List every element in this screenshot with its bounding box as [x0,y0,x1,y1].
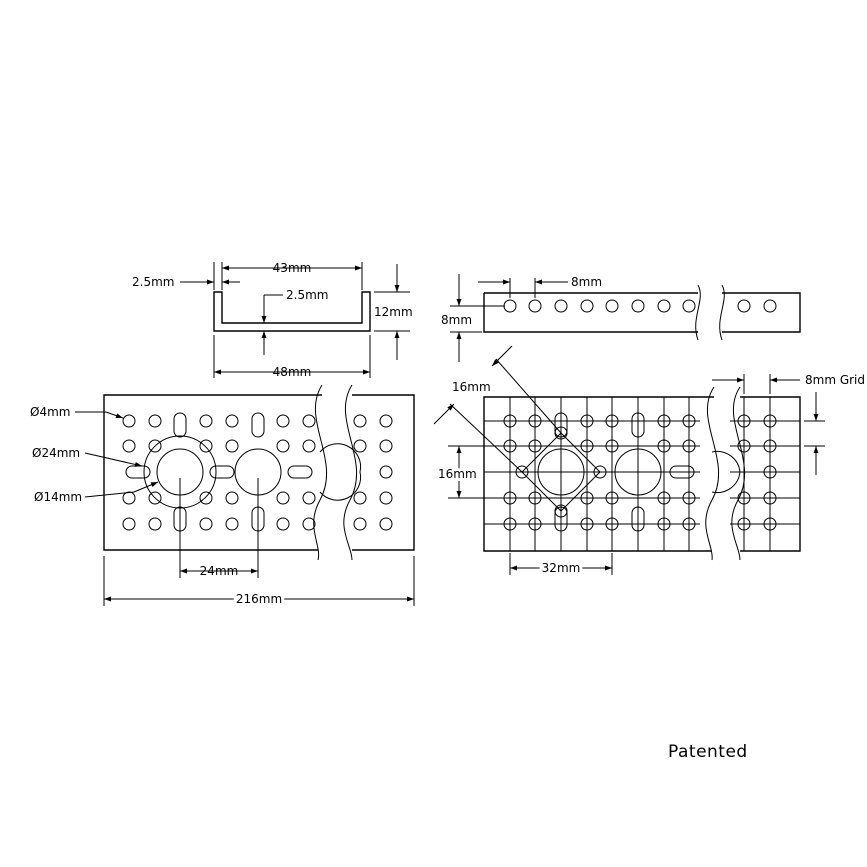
large-hole-dia-label: Ø24mm [32,446,80,460]
hole-pitch-label: 8mm [571,275,602,289]
side-strip-outline [483,292,801,333]
grid-slots [554,412,695,532]
grid-plate-view: 16mm 16mm 32mm 8mm Grid [433,345,865,578]
front-plate-break-right [343,384,358,561]
large-hole-spacing-label: 24mm [200,564,239,578]
horizontal-spacing-label: 32mm [542,561,581,575]
front-plate-small-holes [122,414,393,531]
grid-lines [484,397,800,551]
grid-plate-break-left [705,386,719,561]
height-label: 12mm [374,305,413,319]
inner-width-label: 43mm [273,261,312,275]
grid-plate-outline [483,396,801,552]
grid-small-holes [503,414,777,531]
overall-length-label: 216mm [236,592,282,606]
front-plate-slots [125,412,313,532]
strip-height-label: 8mm [441,313,472,327]
front-plate-outline [103,394,415,551]
profile-view: 43mm 2.5mm 2.5mm 12mm 48mm [132,261,413,379]
grid-plate-break-right [731,386,745,561]
side-strip-holes [503,299,777,313]
side-strip-view: 8mm 8mm [441,274,801,362]
base-thickness-label: 2.5mm [286,288,328,302]
front-plate-break-left [313,384,328,561]
grid-large-holes [537,448,741,496]
front-plate-view: Ø4mm Ø24mm Ø14mm 24mm 216mm [30,384,415,609]
small-hole-dia-label: Ø4mm [30,405,70,419]
grid-size-label: 8mm Grid [805,373,865,387]
bolt-circle-dia-label: Ø14mm [34,490,82,504]
patent-text: Patented [668,742,748,762]
side-strip-break-left [695,284,701,341]
side-strip-break-right [719,284,725,341]
wall-thickness-label: 2.5mm [132,275,174,289]
outer-width-label: 48mm [273,365,312,379]
front-plate-large-holes [143,435,362,509]
diagonal-spacing-label: 16mm [452,380,491,394]
diagonal-pattern-square [521,432,601,512]
vertical-spacing-label: 16mm [438,467,477,481]
